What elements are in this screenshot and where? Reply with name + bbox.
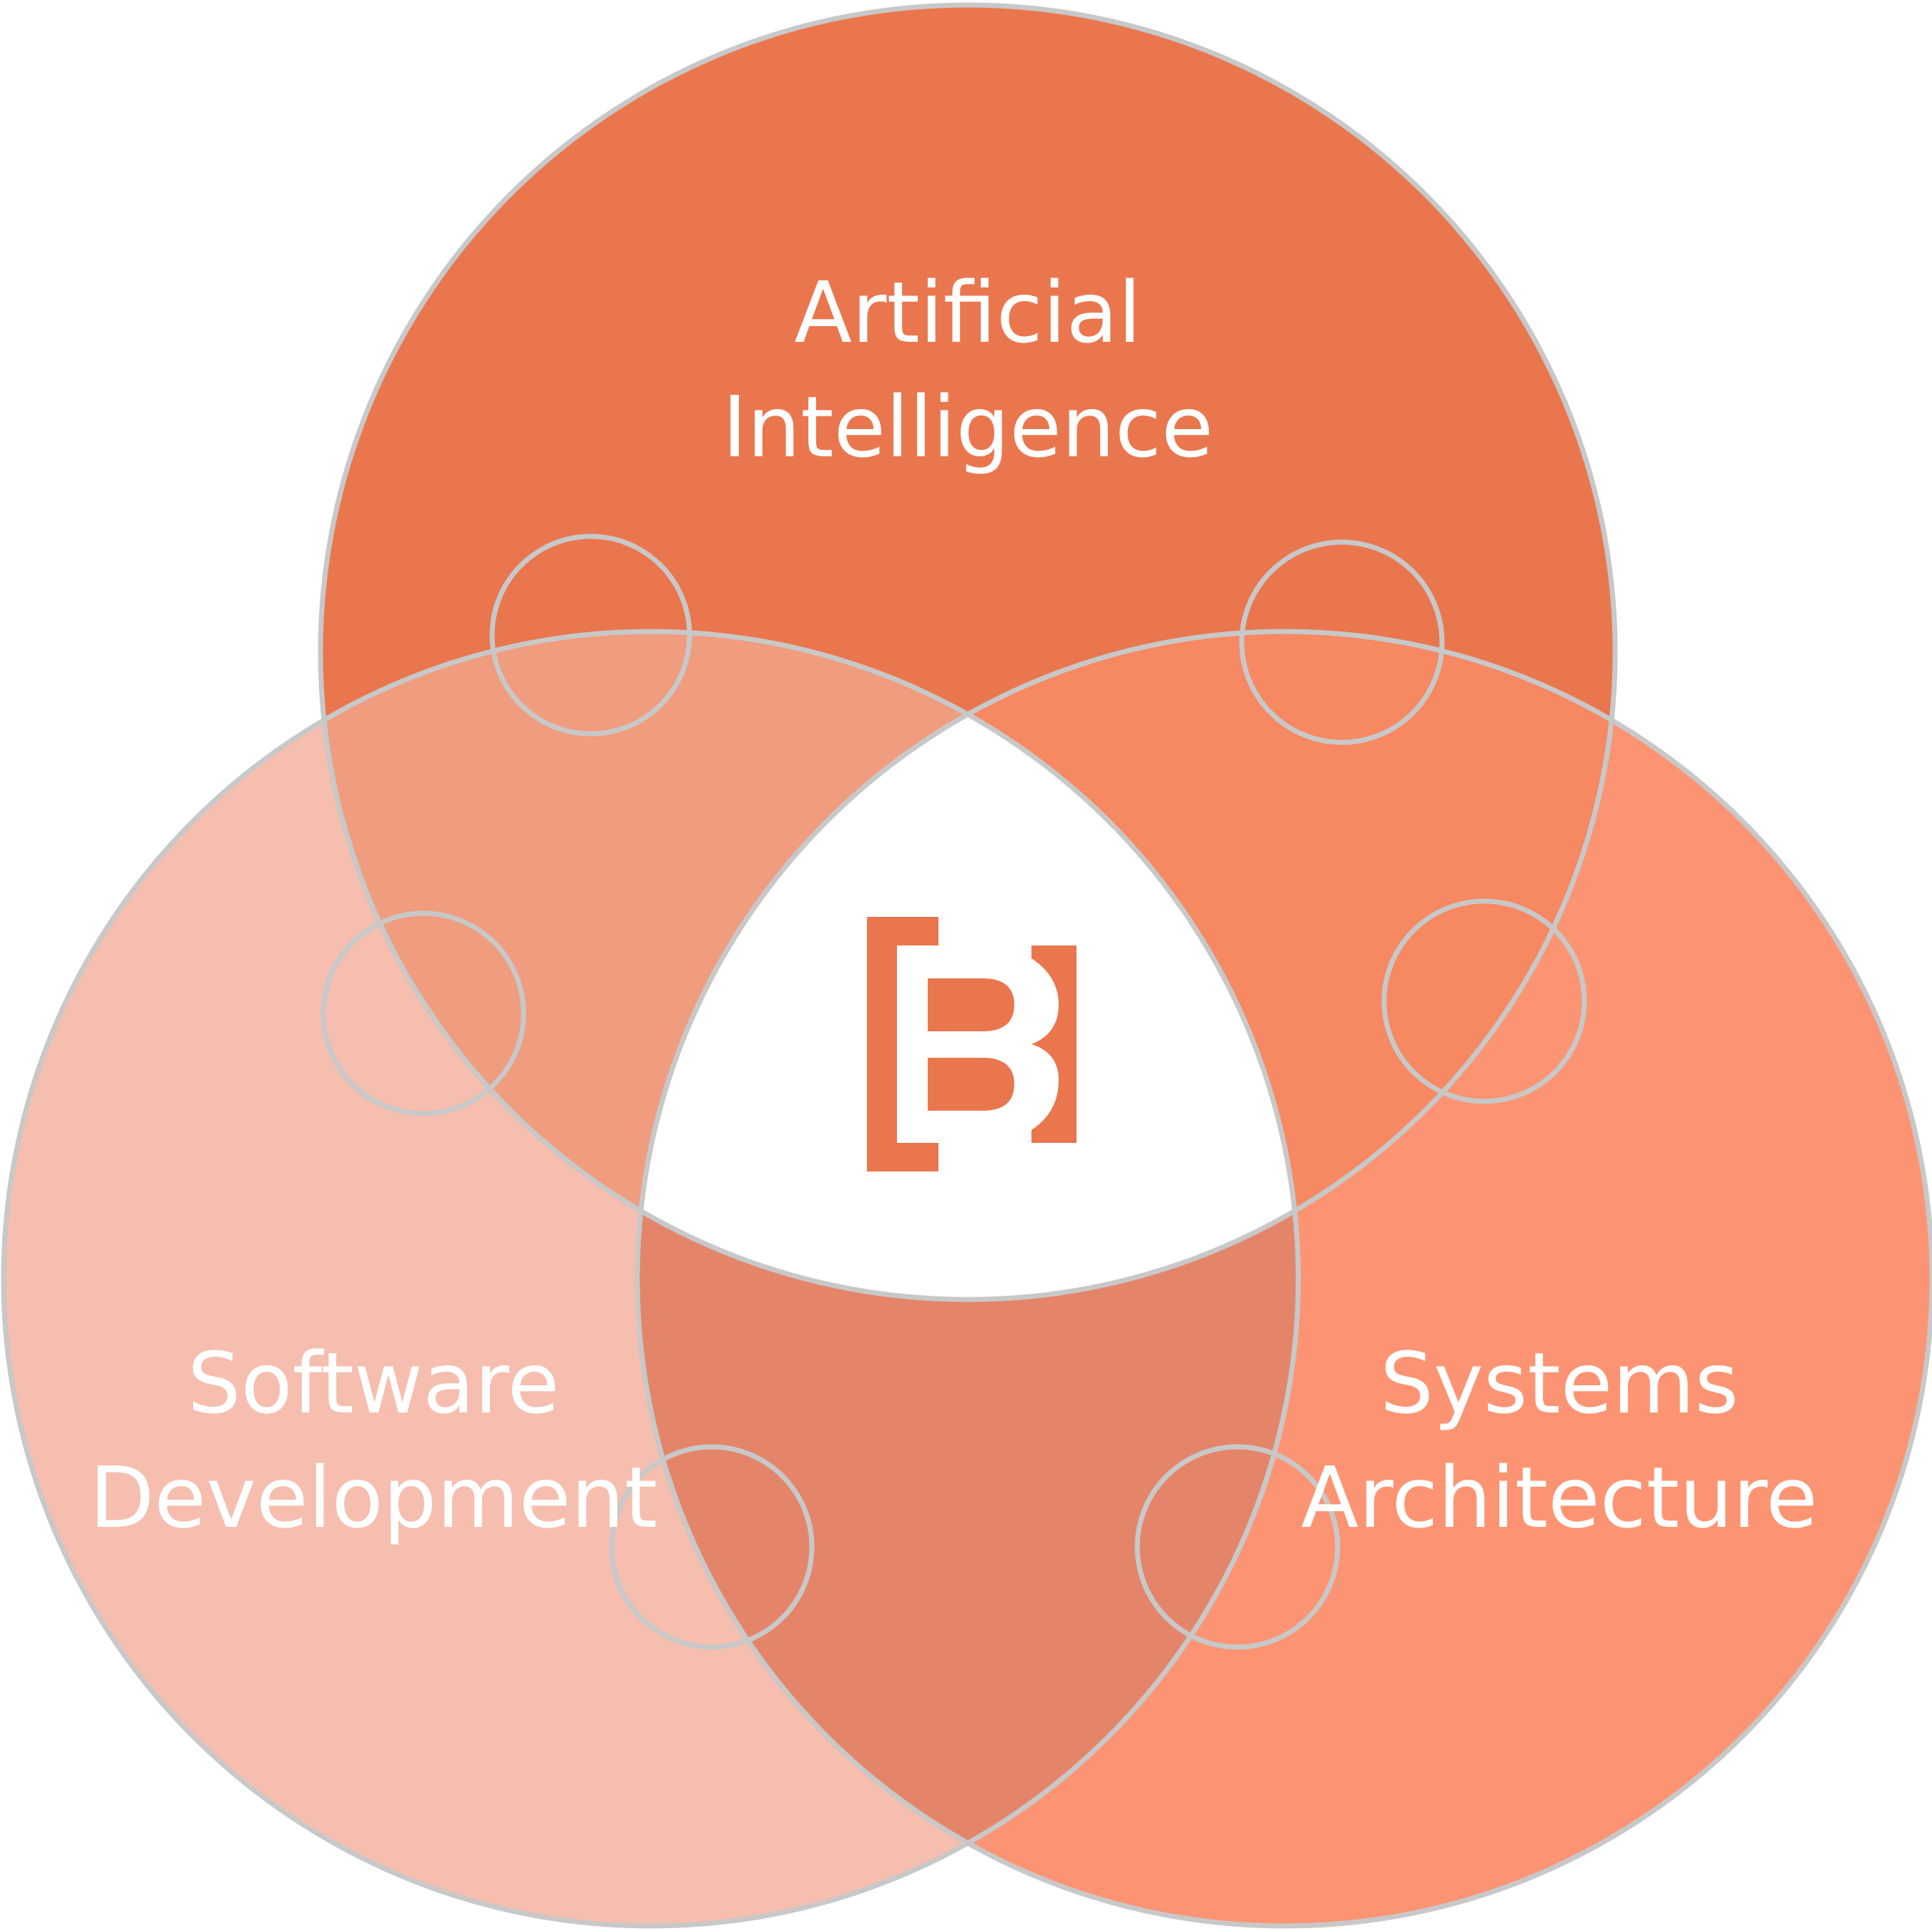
bracket-b-logo-icon — [867, 917, 1077, 1171]
label-systems: Systems — [1380, 1334, 1739, 1433]
outline-systems — [634, 629, 1932, 1929]
label-architecture: Architecture — [1301, 1448, 1818, 1547]
label-intelligence: Intelligence — [722, 378, 1214, 476]
outline-software — [1, 629, 1301, 1929]
label-development: Development — [89, 1448, 657, 1547]
label-artificial: Artificial — [794, 263, 1141, 362]
outline-ai — [318, 2, 1618, 1302]
label-software: Software — [187, 1334, 559, 1433]
puzzle-knobs — [320, 534, 1587, 1650]
